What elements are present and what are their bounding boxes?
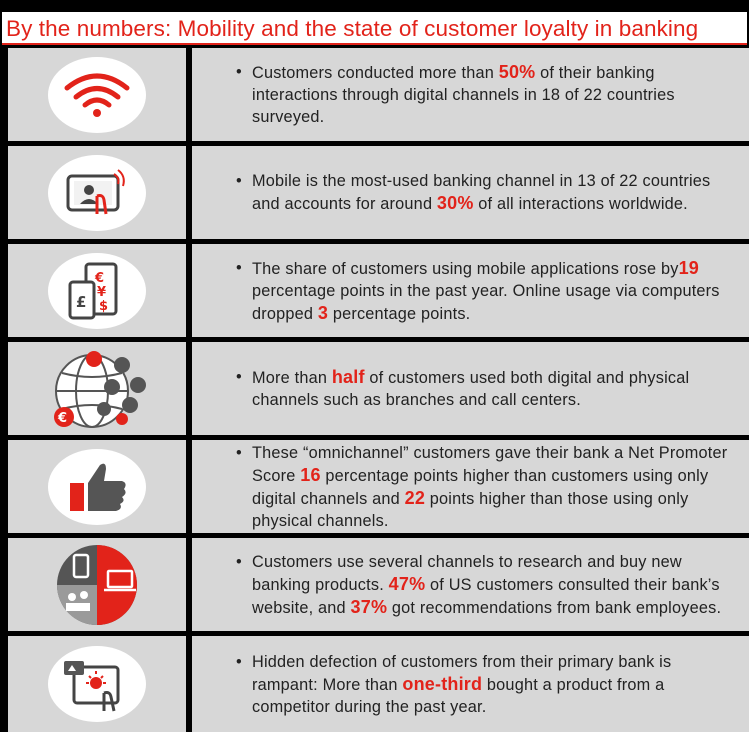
fact-row: • These “omnichannel” customers gave the… — [8, 440, 749, 533]
fact-text: Hidden defection of customers from their… — [252, 652, 672, 716]
tablet-touch-icon — [66, 168, 125, 214]
fact-row: • Customers conducted more than 50% of t… — [8, 48, 749, 141]
fact-text: The share of customers using mobile appl… — [252, 257, 720, 323]
thumbs-up-icon — [70, 463, 126, 511]
svg-text:$: $ — [99, 299, 108, 314]
fact-text: Customers use several channels to resear… — [252, 552, 722, 617]
channels-pie-icon — [57, 544, 137, 625]
svg-text:€: € — [94, 271, 104, 286]
fact-row: € • More than half of customers used bot… — [8, 342, 749, 435]
fact-row: • Mobile is the most-used banking channe… — [8, 146, 749, 239]
wifi-icon — [64, 73, 130, 117]
svg-text:€: € — [57, 411, 67, 426]
fact-text: These “omnichannel” customers gave their… — [252, 443, 728, 530]
fact-row: € ¥ $ £ • The share of customers using m… — [8, 244, 749, 337]
page-title: By the numbers: Mobility and the state o… — [2, 12, 747, 45]
fact-list: • Customers conducted more than 50% of t… — [8, 48, 749, 732]
svg-text:£: £ — [76, 293, 86, 311]
globe-network-icon: € — [54, 350, 146, 428]
fact-text: Customers conducted more than 50% of the… — [252, 62, 675, 126]
fact-text: Mobile is the most-used banking channel … — [252, 172, 711, 213]
svg-text:¥: ¥ — [97, 285, 106, 300]
tablet-idea-icon — [64, 661, 120, 712]
fact-text: More than half of customers used both di… — [252, 367, 690, 409]
fact-row: • Customers use several channels to rese… — [8, 538, 749, 631]
fact-row: • Hidden defection of customers from the… — [8, 636, 749, 732]
mobile-currency-icon: € ¥ $ £ — [68, 262, 118, 319]
